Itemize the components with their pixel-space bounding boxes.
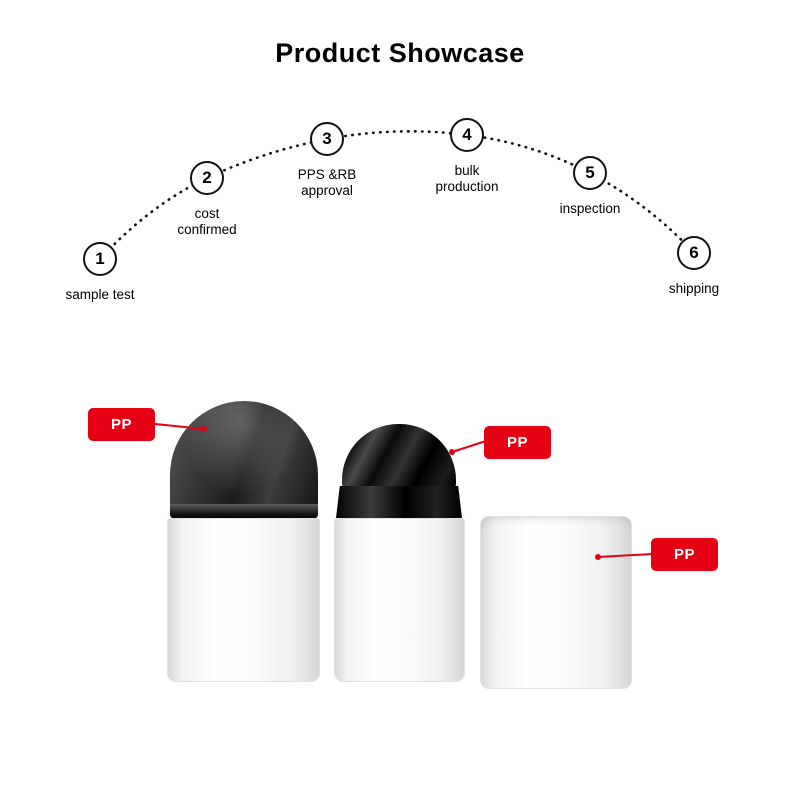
process-step-2: 2 cost confirmed — [137, 161, 277, 238]
material-label-cap: PP — [88, 408, 155, 441]
step-number-circle: 3 — [310, 122, 344, 156]
process-step-5: 5 inspection — [520, 156, 660, 217]
process-step-6: 6 shipping — [624, 236, 764, 297]
step-number-circle: 2 — [190, 161, 224, 195]
process-step-1: 1 sample test — [30, 242, 170, 303]
step-number-circle: 4 — [450, 118, 484, 152]
step-number-circle: 5 — [573, 156, 607, 190]
bottle-cap-image — [170, 401, 318, 519]
step-label: PPS &RB approval — [297, 167, 357, 199]
material-label-bottle: PP — [651, 538, 718, 571]
bottle-cap-skirt — [170, 504, 318, 519]
step-number-circle: 1 — [83, 242, 117, 276]
pump-head-image — [342, 424, 456, 488]
pump-collar-image — [336, 486, 462, 518]
step-label: inspection — [559, 201, 621, 216]
step-number-circle: 6 — [677, 236, 711, 270]
page-title: Product Showcase — [275, 38, 525, 68]
step-label: sample test — [65, 287, 135, 302]
bottle-body-right-image — [480, 516, 632, 689]
step-label: shipping — [668, 281, 720, 296]
bottle-body-left-image — [167, 518, 320, 682]
step-label: cost confirmed — [177, 206, 237, 238]
material-label-pump: PP — [484, 426, 551, 459]
step-label: bulk production — [435, 163, 499, 195]
bottle-body-middle-image — [334, 518, 465, 682]
process-step-4: 4 bulk production — [397, 118, 537, 195]
process-step-3: 3 PPS &RB approval — [257, 122, 397, 199]
